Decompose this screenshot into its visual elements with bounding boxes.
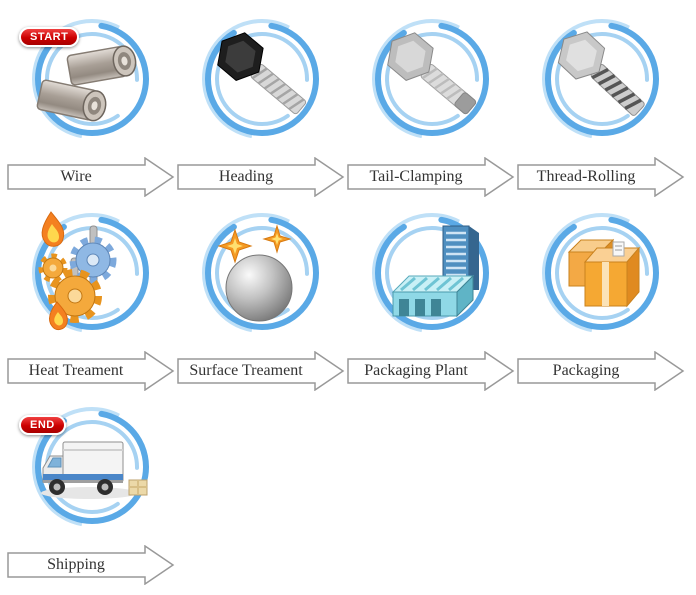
step-label: Thread-Rolling xyxy=(536,168,636,185)
step-label: Packaging Plant xyxy=(364,362,468,379)
start-badge: START xyxy=(19,27,80,47)
step-arrow-label: Surface Treament xyxy=(177,351,345,391)
step-arrow-label: Shipping xyxy=(7,545,175,585)
step-thread-rolling: Thread-Rolling xyxy=(517,5,687,199)
surface-treatment-icon-wrap xyxy=(177,199,347,351)
cardboard-boxes-icon xyxy=(542,213,662,333)
step-label: Heat Treament xyxy=(28,362,124,379)
end-badge: END xyxy=(19,415,66,435)
step-arrow-label: Heading xyxy=(177,157,345,197)
arrow-banner xyxy=(347,157,515,197)
packaging-icon-wrap xyxy=(517,199,687,351)
arrow-banner xyxy=(347,351,515,391)
wire-rolls-icon xyxy=(32,19,152,139)
arrow-banner xyxy=(7,157,175,197)
heat-art xyxy=(38,211,117,331)
step-arrow-label: Heat Treament xyxy=(7,351,175,391)
factory-buildings-icon xyxy=(372,213,492,333)
step-label: Packaging xyxy=(552,362,620,379)
truck-art xyxy=(41,441,148,499)
bolt-threaded-icon xyxy=(542,19,662,139)
arrow-banner xyxy=(7,545,175,585)
gears-flames-icon xyxy=(32,211,152,333)
arrow-banner xyxy=(177,157,345,197)
step-label: Surface Treament xyxy=(189,362,303,379)
plant-art xyxy=(391,225,479,318)
heading-icon-wrap xyxy=(177,5,347,157)
step-surface-treatment: Surface Treament xyxy=(177,199,347,393)
step-label: Wire xyxy=(60,168,92,185)
delivery-truck-icon xyxy=(32,407,152,527)
arrow-banner xyxy=(517,351,685,391)
bolt-black-head-icon xyxy=(202,19,322,139)
swirl-ring xyxy=(372,213,492,333)
step-label: Tail-Clamping xyxy=(369,168,463,185)
wire-icon-wrap xyxy=(7,5,177,157)
step-shipping: END xyxy=(7,393,177,587)
step-arrow-label: Tail-Clamping xyxy=(347,157,515,197)
bolt-art xyxy=(387,32,477,115)
bolt-art xyxy=(557,31,645,116)
step-heat-treatment: Heat Treament xyxy=(7,199,177,393)
surface-art xyxy=(217,224,293,322)
swirl-ring xyxy=(542,213,662,333)
step-arrow-label: Thread-Rolling xyxy=(517,157,685,197)
step-arrow-label: Packaging xyxy=(517,351,685,391)
step-label: Heading xyxy=(218,168,274,185)
arrow-banner xyxy=(177,351,345,391)
step-label: Shipping xyxy=(47,556,105,573)
step-wire: START xyxy=(7,5,177,199)
shipping-icon-wrap xyxy=(7,393,177,545)
step-heading: Heading xyxy=(177,5,347,199)
packaging-plant-icon-wrap xyxy=(347,199,517,351)
packaging-art xyxy=(567,238,641,308)
bolt-art xyxy=(217,32,307,115)
step-packaging: Packaging xyxy=(517,199,687,393)
tail-clamping-icon-wrap xyxy=(347,5,517,157)
thread-rolling-icon-wrap xyxy=(517,5,687,157)
flow-grid: START xyxy=(7,5,692,587)
step-arrow-label: Wire xyxy=(7,157,175,197)
step-arrow-label: Packaging Plant xyxy=(347,351,515,391)
bolt-gray-icon xyxy=(372,19,492,139)
wire-art xyxy=(36,45,137,122)
step-packaging-plant: Packaging Plant xyxy=(347,199,517,393)
step-tail-clamping: Tail-Clamping xyxy=(347,5,517,199)
heat-treatment-icon-wrap xyxy=(7,199,177,351)
arrow-banner xyxy=(7,351,175,391)
arrow-banner xyxy=(517,157,685,197)
sphere-sparks-icon xyxy=(202,213,322,333)
